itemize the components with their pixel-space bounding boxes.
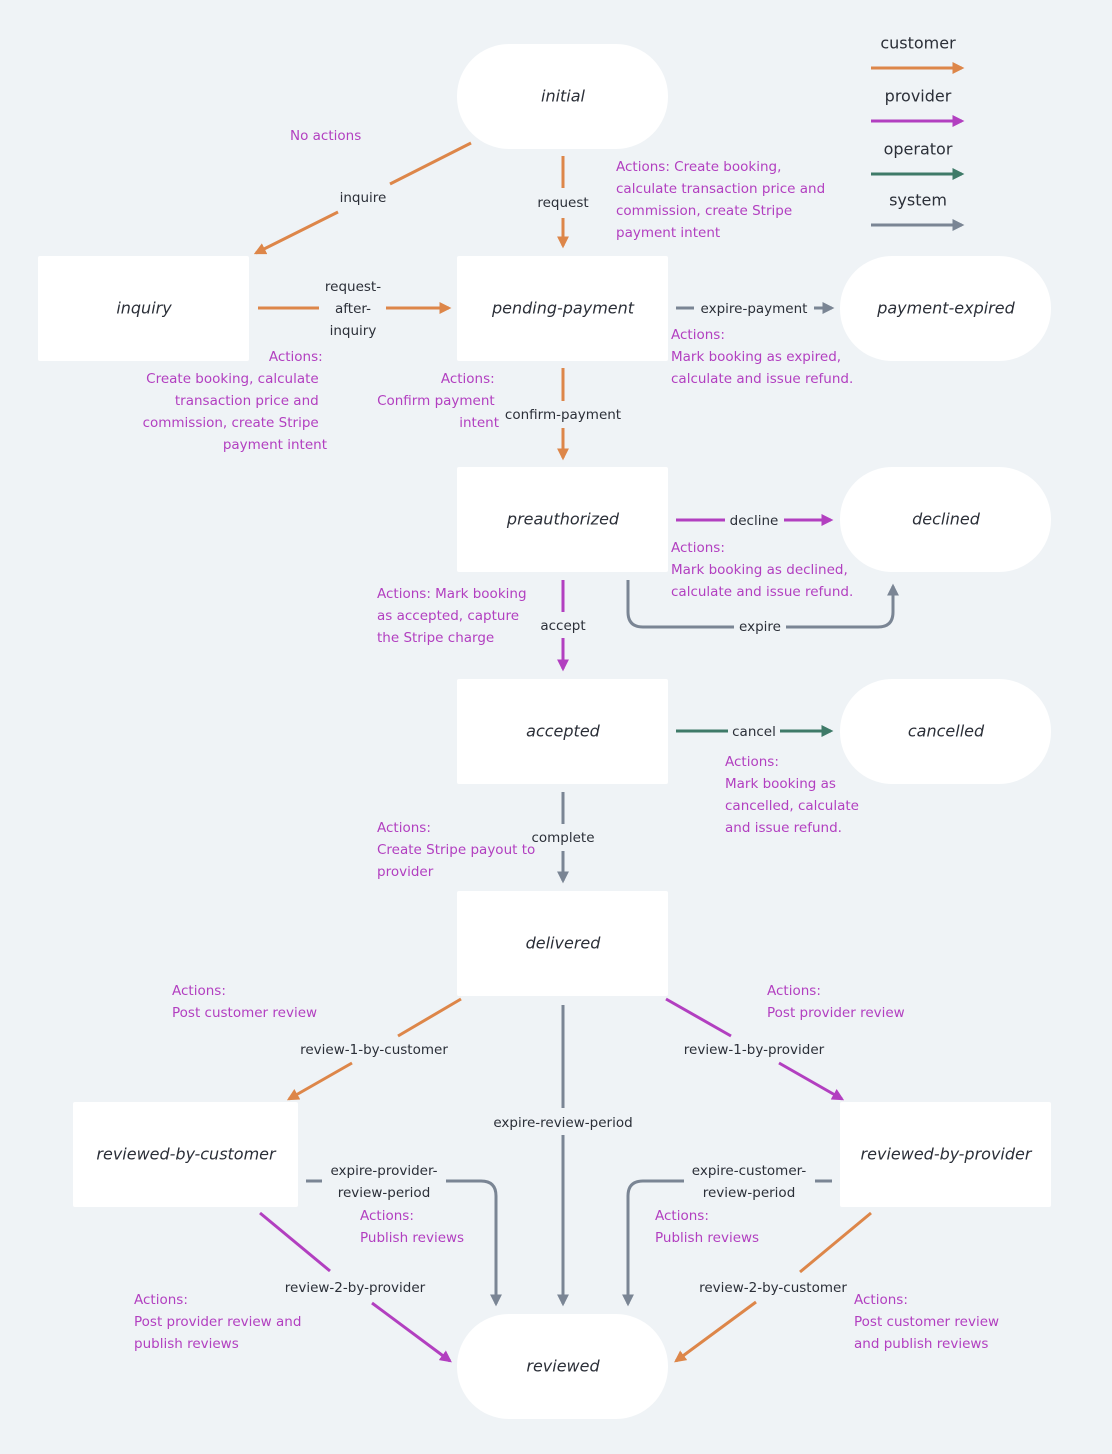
note-accept-actions: Actions: Mark booking as accepted, captu… [377,586,531,646]
note-publish-left: Actions: Publish reviews [360,1208,464,1246]
transition-review-2-by-customer: review-2-by-customer [699,1280,847,1296]
legend-system-label: system [889,191,947,210]
transition-expire: expire [739,619,781,635]
legend-customer-label: customer [880,34,956,53]
edge-expire-provider-review-period-b [446,1179,502,1307]
state-cancelled: cancelled [908,722,985,741]
state-reviewed-shape [457,1314,668,1419]
transition-expire-customer-review-period-2: review-period [703,1185,796,1201]
transition-confirm-payment: confirm-payment [505,407,621,423]
state-inquiry: inquiry [116,299,172,318]
state-declined-shape [840,467,1051,572]
note-cancel-actions: Actions: Mark booking as cancelled, calc… [725,754,863,836]
transition-review-1-by-customer: review-1-by-customer [300,1042,448,1058]
transition-expire-provider-review-period-1: expire-provider- [330,1163,437,1179]
edge-expire-a [626,580,734,629]
state-preauthorized: preauthorized [506,510,620,529]
transition-inquire: inquire [340,190,387,206]
note-provider-review-publish: Actions: Post provider review and publis… [134,1292,306,1352]
action-notes: No actions Actions: Create booking, calc… [134,128,1003,1352]
edge-review-2-by-customer-a [799,1211,872,1274]
transition-request-after-inquiry-3: inquiry [330,323,377,339]
edge-review-1-by-provider-a [665,997,732,1038]
state-reviewed: reviewed [526,1357,600,1376]
note-declined-actions: Actions: Mark booking as declined, calcu… [671,540,853,600]
state-reviewed-by-customer: reviewed-by-customer [96,1145,277,1164]
note-payment-expired-actions: Actions: Mark booking as expired, calcul… [671,327,853,387]
state-inquiry-shape [38,256,249,361]
transition-review-2-by-provider: review-2-by-provider [285,1280,426,1296]
edge-inquire-b [253,210,339,255]
state-accepted: accepted [526,722,601,741]
transition-expire-payment: expire-payment [701,301,808,317]
legend-provider-label: provider [885,87,952,106]
note-no-actions: No actions [290,128,361,144]
edge-review-2-by-provider-a [259,1211,331,1273]
transition-expire-review-period: expire-review-period [493,1115,632,1131]
note-confirm-actions: Actions: Confirm payment intent [377,371,499,431]
transition-expire-provider-review-period-2: review-period [338,1185,431,1201]
note-customer-review-actions: Actions: Post customer review [172,983,317,1021]
state-payment-expired: payment-expired [876,299,1015,318]
edge-review-1-by-customer-a [397,997,462,1038]
transition-request: request [537,195,588,211]
state-declined: declined [912,510,981,529]
transition-cancel: cancel [732,724,776,740]
transition-request-after-inquiry-2: after- [335,301,371,317]
transition-complete: complete [531,830,594,846]
note-complete-actions: Actions: Create Stripe payout to provide… [377,820,540,880]
transition-decline: decline [730,513,779,529]
legend: customer provider operator system [871,34,965,231]
state-pending-payment-shape [457,256,668,361]
state-pending-payment: pending-payment [491,299,635,318]
state-accepted-shape [457,679,668,784]
note-customer-review-publish: Actions: Post customer review and publis… [854,1292,1003,1352]
note-provider-review-actions: Actions: Post provider review [767,983,905,1021]
node-labels: initial inquiry pending-payment payment-… [96,87,1032,1376]
transition-request-after-inquiry-1: request- [325,279,381,295]
transition-accept: accept [540,618,585,634]
edge-inquire-a [389,141,472,186]
edge-review-1-by-provider-b [778,1061,845,1101]
state-delivered: delivered [526,934,602,953]
state-cancelled-shape [840,679,1051,784]
edge-review-2-by-provider-b [371,1301,452,1363]
edges [253,141,899,1363]
note-publish-right: Actions: Publish reviews [655,1208,759,1246]
state-reviewed-by-customer-shape [73,1102,298,1207]
edge-labels: inquire request request- after- inquiry … [285,190,848,1296]
edge-review-1-by-customer-b [286,1061,353,1101]
state-initial: initial [541,87,586,106]
legend-operator-label: operator [884,140,953,159]
edge-expire-b [786,583,899,629]
transition-review-1-by-provider: review-1-by-provider [684,1042,825,1058]
state-payment-expired-shape [840,256,1051,361]
state-preauthorized-shape [457,467,668,572]
note-inquiry-actions: Actions: Create booking, calculate trans… [143,349,327,453]
nodes [38,44,1051,1419]
state-delivered-shape [457,891,668,996]
state-reviewed-by-provider: reviewed-by-provider [861,1145,1033,1164]
edge-expire-customer-review-period-a [622,1179,684,1307]
transition-expire-customer-review-period-1: expire-customer- [692,1163,807,1179]
edge-review-2-by-customer-b [674,1300,757,1363]
state-initial-shape [457,44,668,149]
note-request-actions: Actions: Create booking, calculate trans… [616,159,829,241]
state-reviewed-by-provider-shape [840,1102,1051,1207]
